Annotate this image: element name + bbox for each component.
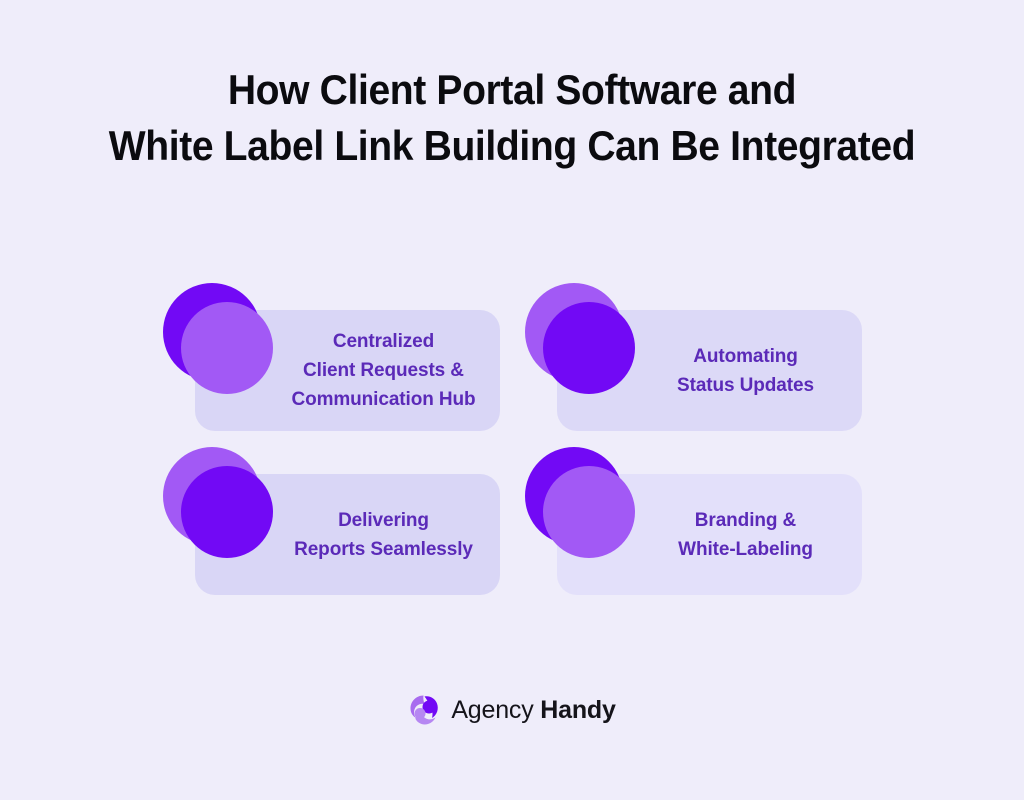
- feature-card-label: Automating Status Updates: [643, 342, 848, 400]
- page-title: How Client Portal Software and White Lab…: [0, 62, 1024, 174]
- agency-handy-swirl-logo-icon: [410, 695, 439, 725]
- feature-card-label-line-3: Communication Hub: [291, 389, 476, 410]
- feature-card-delivering-reports-seamlessly[interactable]: Delivering Reports Seamlessly: [195, 474, 500, 595]
- page-title-line-1: How Client Portal Software and: [227, 66, 797, 113]
- feature-card-label-line-1: Automating: [693, 345, 798, 367]
- feature-card-label-line-1: Branding &: [694, 509, 797, 531]
- feature-card-label: Delivering Reports Seamlessly: [281, 506, 486, 564]
- feature-card-label-line-2: White-Labeling: [678, 538, 813, 560]
- footer-brand-lockup: Agency Handy: [0, 694, 1024, 726]
- feature-card-label-line-1: Centralized: [332, 331, 435, 352]
- feature-card-label: Centralized Client Requests & Communicat…: [281, 327, 486, 414]
- feature-card-cell-3: Delivering Reports Seamlessly: [163, 447, 500, 595]
- feature-card-centralized-client-requests[interactable]: Centralized Client Requests & Communicat…: [195, 310, 500, 431]
- feature-card-label: Branding & White-Labeling: [643, 506, 848, 564]
- brand-name: Agency Handy: [451, 695, 616, 725]
- feature-card-label-line-2: Client Requests &: [303, 360, 464, 381]
- feature-card-cell-4: Branding & White-Labeling: [525, 447, 862, 595]
- page-title-line-2: White Label Link Building Can Be Integra…: [108, 122, 916, 169]
- feature-card-branding-white-labeling[interactable]: Branding & White-Labeling: [557, 474, 862, 595]
- feature-card-cell-1: Centralized Client Requests & Communicat…: [163, 283, 500, 431]
- brand-name-bold: Handy: [540, 696, 616, 724]
- feature-card-automating-status-updates[interactable]: Automating Status Updates: [557, 310, 862, 431]
- brand-name-regular: Agency: [451, 696, 534, 724]
- feature-card-label-line-2: Reports Seamlessly: [294, 538, 473, 560]
- feature-card-grid: Centralized Client Requests & Communicat…: [163, 283, 863, 595]
- feature-card-label-line-1: Delivering: [338, 509, 429, 531]
- feature-card-cell-2: Automating Status Updates: [525, 283, 862, 431]
- feature-card-label-line-2: Status Updates: [677, 374, 814, 396]
